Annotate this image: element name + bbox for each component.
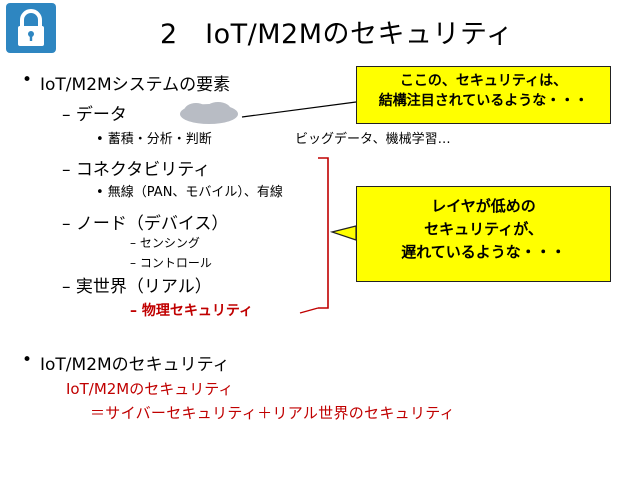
callout-lagging-line-2: セキュリティが、 [424, 220, 543, 238]
lock-icon [6, 3, 56, 53]
bullet-marker: • [22, 350, 33, 370]
bullet-system-elements: IoT/M2Mシステムの要素 [40, 75, 231, 95]
item-node-device: – ノード（デバイス） [62, 214, 229, 234]
callout-lagging-line-1: レイヤが低めの [431, 197, 536, 215]
subitem-sensing: – センシング [130, 236, 200, 250]
callout-attention: ここの、セキュリティは、 結構注目されているような・・・ [356, 66, 611, 124]
bullet-marker: • [22, 70, 33, 90]
callout-lagging-line-3: 遅れているような・・・ [401, 243, 566, 261]
subitem-data-analysis: • 蓄積・分析・判断 [96, 132, 212, 147]
callout-lagging: レイヤが低めの セキュリティが、 遅れているような・・・ [356, 186, 611, 282]
bullet-iot-security: IoT/M2Mのセキュリティ [40, 355, 230, 375]
callout-attention-line-2: 結構注目されているような・・・ [378, 93, 589, 109]
definition-line-2: ＝サイバーセキュリティ＋リアル世界のセキュリティ [90, 404, 455, 422]
callout-attention-line-1: ここの、セキュリティは、 [399, 73, 568, 89]
item-data: – データ [62, 105, 127, 125]
subitem-bigdata: ビッグデータ、機械学習… [295, 132, 451, 147]
subitem-physical-security: – 物理セキュリティ [130, 303, 254, 319]
slide-title: 2 IoT/M2Mのセキュリティ [160, 19, 514, 50]
definition-line-1: IoT/M2Mのセキュリティ [66, 380, 234, 398]
subitem-wireless-wired: • 無線（PAN、モバイル）、有線 [96, 185, 283, 200]
cloud-icon [180, 102, 238, 124]
item-connectivity: – コネクタビリティ [62, 160, 211, 180]
subitem-control: – コントロール [130, 256, 212, 270]
item-real-world: – 実世界（リアル） [62, 277, 212, 297]
